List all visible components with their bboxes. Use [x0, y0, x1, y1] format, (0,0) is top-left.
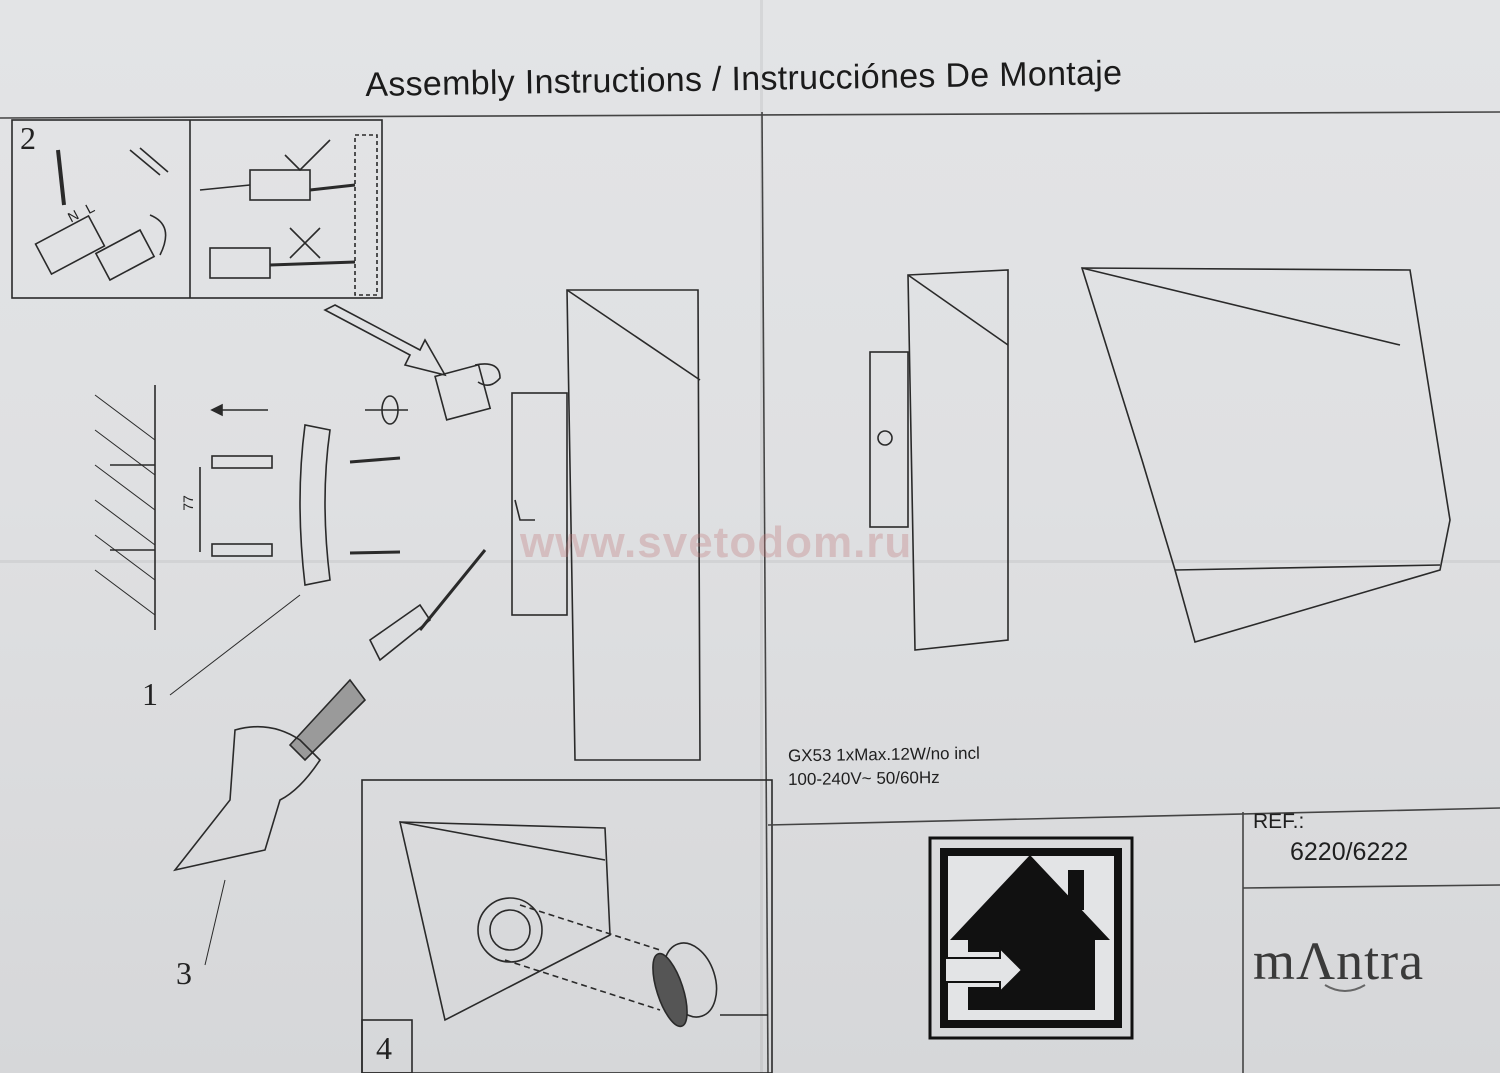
top-rule: [0, 111, 1500, 119]
rotate-arrow-icon: [149, 214, 167, 256]
step-3-number: 3: [176, 955, 192, 991]
fold-line-horizontal: [0, 560, 1500, 563]
step2-panel: [11, 119, 383, 299]
checkmark-icon: [284, 139, 331, 172]
lamp-front-view: [1080, 267, 1451, 643]
center-rule: [761, 111, 769, 1073]
wall-plugs-and-screws: [211, 455, 401, 557]
lamp-side-view-small: [869, 269, 1009, 651]
wall-drawing: [94, 385, 156, 630]
fold-line-vertical: [760, 0, 763, 1073]
connector-box: [434, 363, 492, 421]
brand-logo: mΛntra: [1253, 931, 1425, 991]
mounting-bracket: [299, 424, 331, 586]
hand-drawing: [172, 725, 322, 872]
lamp-side-view-large: [511, 289, 701, 761]
lamp-bulb-install-drawing: [398, 821, 768, 1028]
spec-voltage-line: 100-240V~ 50/60Hz: [787, 767, 940, 790]
screwdriver-icon: [288, 549, 487, 762]
step-2-number: 2: [20, 120, 36, 156]
cross-icon: [289, 227, 321, 259]
indoor-use-house-icon: [928, 836, 1134, 1040]
dimension-label: 77: [179, 495, 196, 511]
step4-panel: [361, 779, 773, 1073]
step-1-number: 1: [142, 676, 158, 712]
ref-label: REF.:: [1253, 810, 1305, 833]
ref-value: 6220/6222: [1290, 838, 1409, 866]
step-4-number: 4: [376, 1030, 392, 1066]
wiring-check-drawing: [199, 134, 378, 296]
watermark: www.svetodom.ru: [520, 518, 913, 567]
terminal-block-drawing: [34, 147, 169, 282]
spec-bulb-line: GX53 1xMax.12W/no incl: [787, 743, 980, 766]
screwdriver-icon: [56, 149, 66, 206]
